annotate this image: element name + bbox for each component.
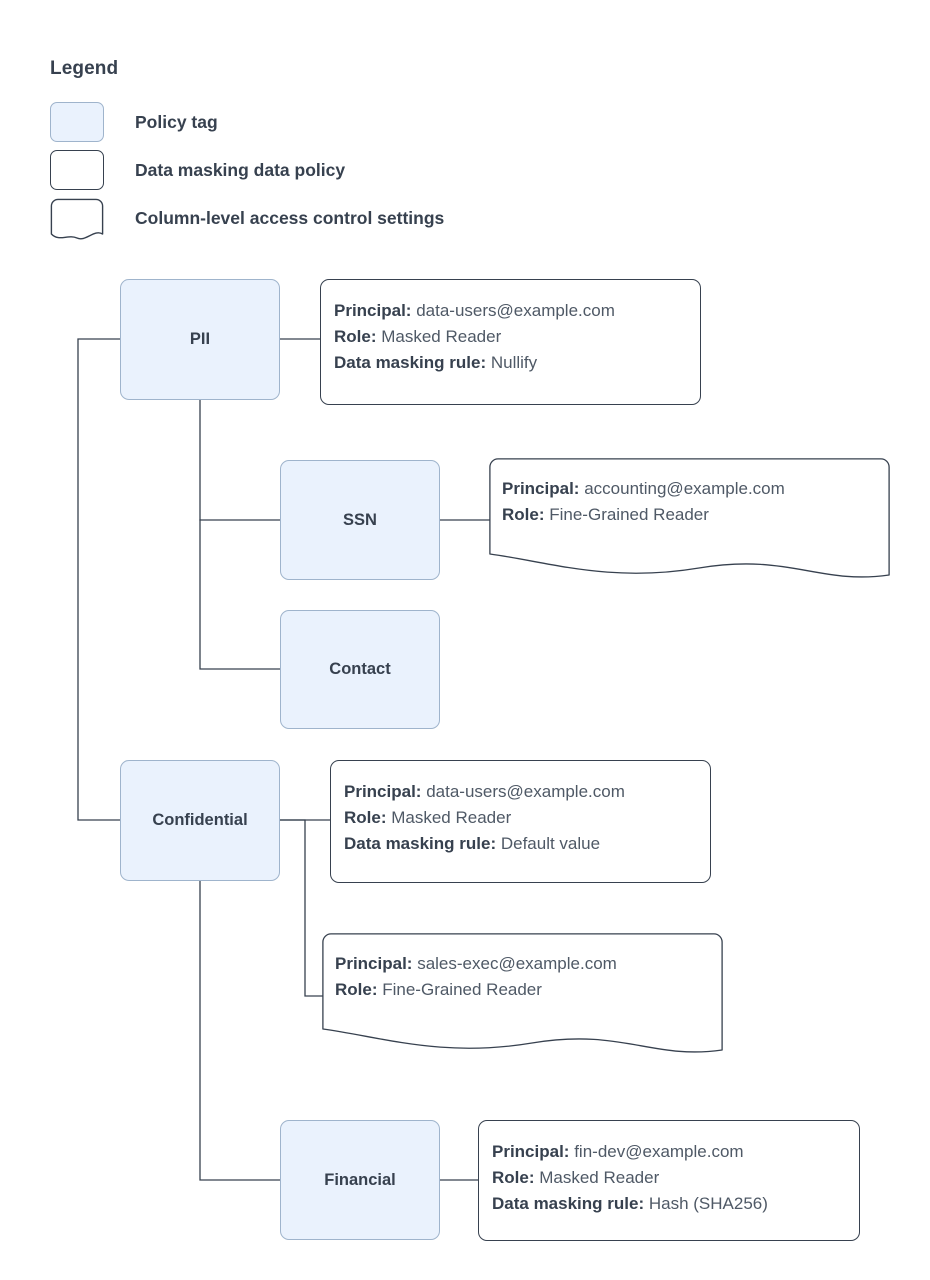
node-label: Financial <box>324 1170 396 1189</box>
policy-tag-node-confidential[interactable]: Confidential <box>120 760 280 881</box>
detail-line-principal: Principal: accounting@example.com <box>502 476 877 502</box>
label-principal: Principal: <box>335 954 413 973</box>
label-masking-rule: Data masking rule: <box>492 1194 645 1213</box>
label-principal: Principal: <box>344 782 422 801</box>
legend-label-access-control: Column-level access control settings <box>135 207 445 228</box>
value-role: Masked Reader <box>539 1168 660 1187</box>
value-masking-rule: Default value <box>500 834 601 853</box>
detail-line-masking-rule: Data masking rule: Default value <box>344 831 697 857</box>
value-role: Fine-Grained Reader <box>382 980 542 999</box>
legend-item-policy-tag: Policy tag <box>50 100 218 144</box>
node-label: PII <box>189 330 211 348</box>
detail-line-role: Role: Masked Reader <box>334 324 687 350</box>
policy-tag-swatch-icon <box>50 102 104 142</box>
label-role: Role: <box>492 1168 535 1187</box>
data-policy-swatch-icon <box>50 150 104 190</box>
value-role: Masked Reader <box>391 808 512 827</box>
detail-line-principal: Principal: data-users@example.com <box>334 298 687 324</box>
data-policy-box-pii[interactable]: Principal: data-users@example.com Role: … <box>320 279 701 405</box>
access-control-box-ssn[interactable]: Principal: accounting@example.com Role: … <box>489 458 890 584</box>
value-masking-rule: Hash (SHA256) <box>648 1194 768 1213</box>
value-principal: sales-exec@example.com <box>417 954 617 973</box>
node-label: Contact <box>329 660 391 678</box>
label-principal: Principal: <box>492 1142 570 1161</box>
access-control-swatch-icon <box>50 198 104 240</box>
data-policy-box-confidential[interactable]: Principal: data-users@example.com Role: … <box>330 760 711 883</box>
edge-confidential-to-access <box>279 819 323 997</box>
detail-line-masking-rule: Data masking rule: Nullify <box>334 350 687 376</box>
label-role: Role: <box>502 505 545 524</box>
value-role: Fine-Grained Reader <box>549 505 709 524</box>
legend-label-data-policy: Data masking data policy <box>135 159 346 180</box>
legend-title: Legend <box>50 58 119 79</box>
detail-line-principal: Principal: data-users@example.com <box>344 779 697 805</box>
policy-tag-node-pii[interactable]: PII <box>120 279 280 400</box>
node-label: Confidential <box>152 811 248 829</box>
value-role: Masked Reader <box>381 327 502 346</box>
document-shape-icon <box>322 933 723 1053</box>
label-principal: Principal: <box>502 479 580 498</box>
label-role: Role: <box>334 327 377 346</box>
access-control-box-confidential[interactable]: Principal: sales-exec@example.com Role: … <box>322 933 723 1059</box>
data-policy-box-financial[interactable]: Principal: fin-dev@example.com Role: Mas… <box>478 1120 860 1241</box>
legend-label-policy-tag: Policy tag <box>135 111 218 132</box>
edge-root-trunk <box>77 338 121 821</box>
detail-line-role: Role: Masked Reader <box>344 805 697 831</box>
value-principal: fin-dev@example.com <box>574 1142 744 1161</box>
policy-tag-node-financial[interactable]: Financial <box>280 1120 440 1240</box>
policy-tag-node-contact[interactable]: Contact <box>280 610 440 729</box>
edge-confidential-to-financial <box>199 879 281 1181</box>
value-principal: accounting@example.com <box>584 479 785 498</box>
document-shape-icon <box>489 458 890 578</box>
value-principal: data-users@example.com <box>416 301 615 320</box>
label-principal: Principal: <box>334 301 412 320</box>
label-role: Role: <box>344 808 387 827</box>
legend-item-data-policy: Data masking data policy <box>50 148 345 192</box>
detail-line-role: Role: Fine-Grained Reader <box>335 977 710 1003</box>
detail-line-masking-rule: Data masking rule: Hash (SHA256) <box>492 1191 846 1217</box>
detail-line-role: Role: Fine-Grained Reader <box>502 502 877 528</box>
value-masking-rule: Nullify <box>490 353 538 372</box>
node-label: SSN <box>343 510 377 529</box>
detail-line-principal: Principal: sales-exec@example.com <box>335 951 710 977</box>
label-role: Role: <box>335 980 378 999</box>
detail-line-role: Role: Masked Reader <box>492 1165 846 1191</box>
edge-pii-to-ssn <box>199 399 281 521</box>
label-masking-rule: Data masking rule: <box>344 834 497 853</box>
value-principal: data-users@example.com <box>426 782 625 801</box>
detail-line-principal: Principal: fin-dev@example.com <box>492 1139 846 1165</box>
label-masking-rule: Data masking rule: <box>334 353 487 372</box>
edge-pii-to-contact <box>199 519 281 670</box>
policy-tag-node-ssn[interactable]: SSN <box>280 460 440 580</box>
legend-item-access-control: Column-level access control settings <box>50 196 444 240</box>
